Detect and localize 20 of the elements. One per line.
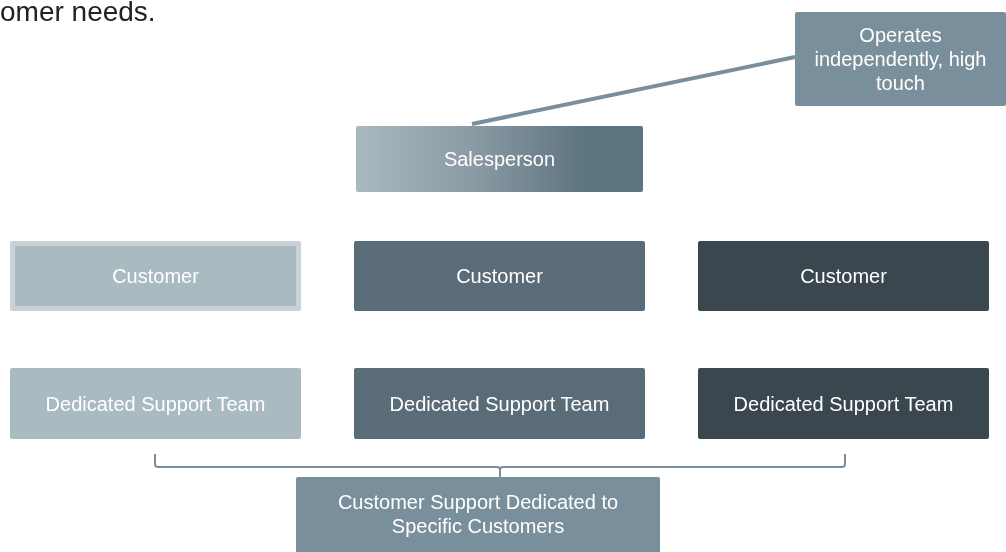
org-box — [296, 477, 660, 552]
heading-fragment: omer needs. — [0, 0, 156, 28]
org-box — [698, 241, 989, 311]
org-box — [354, 241, 645, 311]
org-box — [10, 241, 301, 311]
box-label: Customer Support Dedicated to Specific Customers — [336, 490, 620, 538]
org-box — [356, 126, 643, 192]
org-box — [10, 368, 301, 439]
box-label: Customer — [456, 264, 543, 288]
box-label: Dedicated Support Team — [389, 391, 610, 416]
box-label: Customer — [112, 264, 199, 288]
org-box — [354, 368, 645, 439]
box-label: Salesperson — [443, 147, 556, 171]
box-label: Customer — [800, 264, 887, 288]
box-label: Dedicated Support Team — [733, 391, 954, 416]
box-label: Operates independently, high touch — [813, 23, 988, 95]
leader-line — [471, 55, 796, 126]
callout-box — [795, 12, 1006, 106]
box-label: Dedicated Support Team — [45, 391, 266, 416]
org-box — [698, 368, 989, 439]
